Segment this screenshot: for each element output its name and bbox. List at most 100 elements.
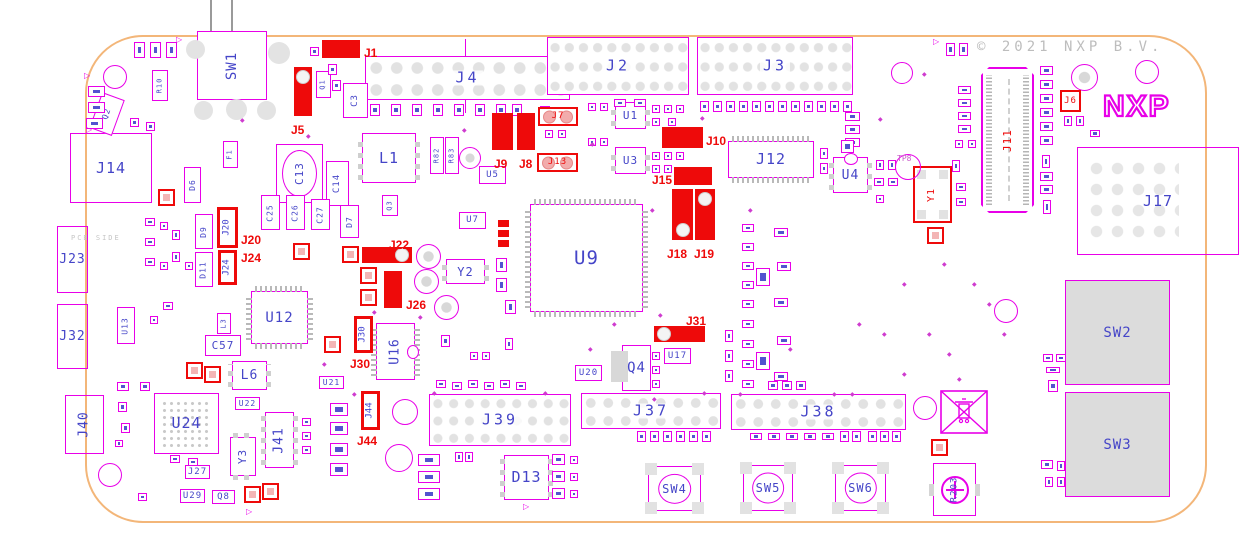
small-part — [160, 262, 168, 270]
jumper-label-J15: J15 — [652, 169, 672, 188]
via-icon: ◆ — [652, 396, 657, 403]
diode-icon: ▷ — [246, 507, 253, 516]
jumper-J8 — [517, 113, 535, 150]
small-part — [958, 99, 971, 107]
small-part — [742, 340, 754, 348]
component-label: C25 — [265, 203, 275, 222]
weee-icon — [940, 390, 988, 434]
mounting-hole — [434, 295, 459, 320]
small-part — [663, 431, 672, 442]
red-jumper-pad — [342, 246, 359, 263]
jumper-J24: J24 — [218, 250, 237, 285]
small-part — [843, 101, 852, 112]
component-label: J14 — [95, 158, 127, 177]
component-C14: C14 — [326, 161, 349, 206]
component-SW5: SW5 — [740, 462, 796, 514]
small-part — [952, 160, 960, 172]
component-C26: C26 — [286, 195, 305, 230]
small-part — [145, 218, 155, 226]
via-icon: ◆ — [942, 261, 947, 268]
component-Y3: Y3 — [230, 433, 256, 480]
small-part — [134, 42, 145, 58]
small-part — [946, 43, 955, 56]
small-part — [676, 152, 684, 160]
small-part — [1040, 80, 1053, 89]
small-part — [145, 238, 155, 246]
small-part — [652, 152, 660, 160]
component-label: SW6 — [848, 481, 873, 495]
small-part — [726, 101, 735, 112]
jumper-J44: J44 — [361, 391, 380, 430]
pcb-side-text: PCB SIDE — [71, 225, 121, 244]
small-part — [959, 43, 968, 56]
small-part — [820, 163, 828, 174]
small-part — [742, 262, 754, 270]
small-part — [1040, 185, 1053, 194]
component-label: Q1 — [319, 79, 327, 90]
small-part — [1048, 380, 1058, 392]
component-U17: U17 — [664, 348, 691, 364]
header-label: J3 — [759, 58, 791, 74]
small-part — [852, 431, 861, 442]
jumper-label: J24 — [241, 251, 262, 265]
small-part — [650, 431, 659, 442]
diode-icon: ▷ — [84, 71, 91, 80]
small-part — [1040, 66, 1053, 75]
mounting-hole — [891, 62, 913, 84]
component-label: D13 — [511, 468, 542, 486]
small-part — [1040, 94, 1053, 103]
small-part — [552, 488, 565, 499]
jumper-J5 — [294, 67, 312, 116]
jumper-label-J30: J30 — [350, 353, 370, 372]
via-icon: ◆ — [352, 391, 357, 398]
mounting-hole — [103, 65, 127, 89]
small-part — [725, 330, 733, 342]
component-U9: U9 — [525, 199, 648, 317]
component-Q8: Q8 — [212, 490, 235, 504]
component-SW1: SW1 — [197, 31, 267, 100]
small-part — [768, 381, 778, 390]
crystal-label: Y1 — [926, 187, 938, 202]
small-part — [968, 140, 976, 148]
component-U4: U4 — [829, 153, 872, 193]
small-part — [634, 99, 646, 107]
component-label: U9 — [574, 246, 599, 269]
component-label: U24 — [171, 414, 202, 432]
small-part — [777, 262, 791, 271]
connector-J11: J11 — [981, 67, 1034, 213]
diode-icon: ▷ — [86, 125, 93, 134]
jumper-J7: J7 — [538, 107, 578, 126]
small-part — [558, 130, 566, 138]
component-R82: R82 — [430, 137, 444, 174]
testpoint-TP8-label: TP8 — [897, 146, 911, 165]
small-part — [956, 198, 966, 206]
component-label: U29 — [182, 490, 203, 501]
small-part — [441, 335, 450, 347]
small-part — [468, 380, 478, 388]
small-part — [588, 103, 596, 111]
jumper-label-J24: J24 — [241, 247, 261, 266]
small-part — [652, 352, 660, 360]
mounting-hole — [1071, 64, 1098, 91]
nxp-logo: NXP — [1102, 89, 1172, 124]
component-U13: U13 — [117, 307, 135, 344]
small-part — [88, 86, 105, 97]
component-SW4: SW4 — [645, 463, 704, 514]
component-SW6: SW6 — [832, 462, 889, 514]
component-SW2: SW2 — [1065, 280, 1170, 385]
small-part — [330, 443, 348, 456]
small-part — [1043, 200, 1051, 214]
jumper-inner-label: J20 — [222, 219, 233, 236]
component-label: C27 — [315, 205, 325, 224]
diode-icon: ▷ — [176, 35, 183, 44]
mounting-hole — [913, 396, 937, 420]
small-part — [652, 105, 660, 113]
jumper-label-J9: J9 — [494, 153, 507, 172]
small-part — [955, 140, 963, 148]
jumper-label-J19: J19 — [694, 243, 714, 262]
jumper-J9 — [492, 113, 513, 150]
component-Q1: Q1 — [316, 71, 331, 98]
jumper-label: J5 — [291, 123, 305, 137]
small-part — [845, 112, 860, 121]
small-part — [841, 140, 854, 153]
